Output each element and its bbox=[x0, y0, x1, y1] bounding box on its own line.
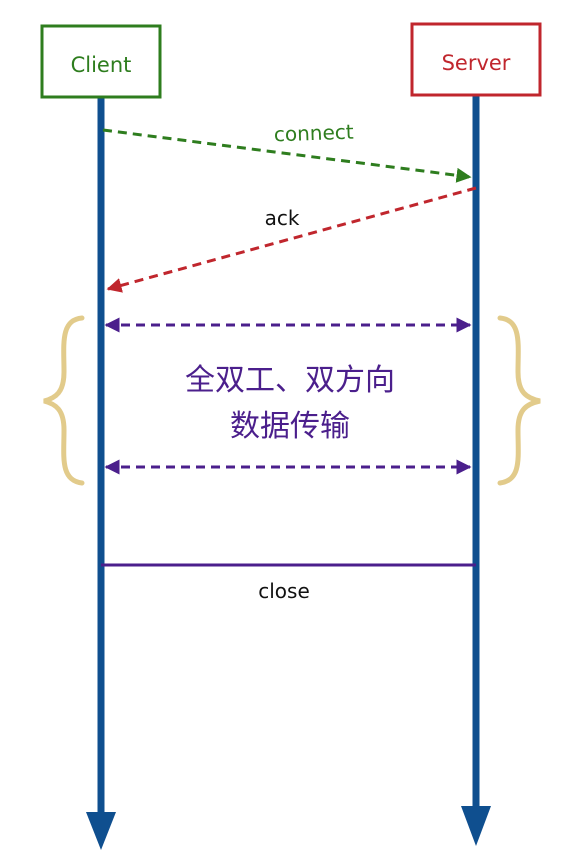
client-box bbox=[40, 24, 162, 99]
ack-arrow bbox=[106, 186, 477, 293]
ack-label: ack bbox=[265, 206, 300, 230]
server-box bbox=[410, 22, 542, 97]
close-label: close bbox=[258, 579, 310, 603]
connect-arrow bbox=[102, 128, 472, 183]
connect-label: connect bbox=[273, 120, 354, 147]
duplex-text-line2: 数据传输 bbox=[230, 409, 350, 444]
server-lifeline-arrowhead bbox=[461, 806, 491, 846]
client-lifeline-arrowhead bbox=[86, 812, 116, 850]
duplex-text-line1: 全双工、双方向 bbox=[185, 363, 395, 398]
client-label: Client bbox=[71, 53, 132, 77]
left-curly-brace bbox=[43, 315, 85, 486]
right-curly-brace bbox=[497, 315, 541, 486]
server-label: Server bbox=[442, 51, 511, 75]
